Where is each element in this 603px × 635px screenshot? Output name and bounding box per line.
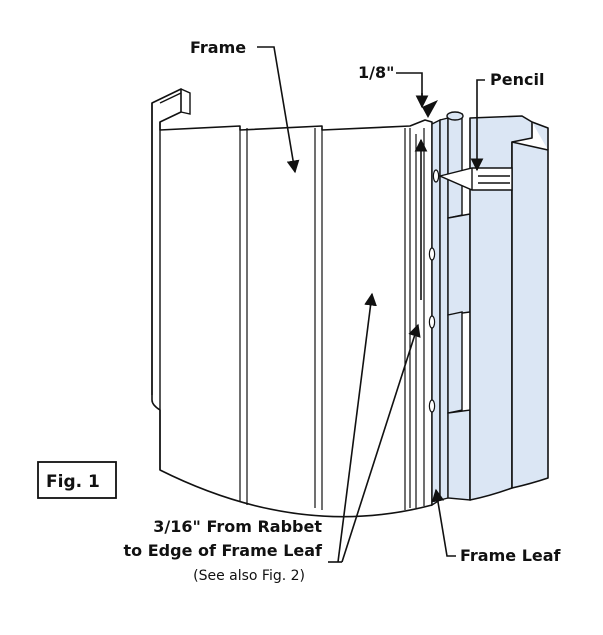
frame-panel-lines — [239, 128, 425, 510]
pencil — [437, 167, 513, 191]
frame-leader — [257, 46, 300, 174]
label-rabbet-line3: (See also Fig. 2) — [193, 568, 305, 584]
frame-leaf-leader — [431, 488, 456, 557]
leader-lines — [257, 46, 485, 563]
rabbet-leader-1 — [337, 292, 377, 563]
screw-holes — [428, 169, 440, 413]
eighth-gap-mark — [422, 100, 438, 118]
frame-left-return — [151, 88, 191, 470]
label-frame: Frame — [190, 38, 246, 57]
label-pencil: Pencil — [490, 70, 544, 89]
pencil-leader — [470, 79, 485, 172]
hinge-knuckles — [446, 111, 471, 501]
label-fig: Fig. 1 — [46, 472, 100, 492]
frame-body — [151, 88, 433, 518]
fig-label-box — [37, 461, 117, 499]
label-rabbet-line1: 3/16" From Rabbet — [153, 517, 322, 536]
door-edge — [469, 115, 549, 501]
label-rabbet-line2: to Edge of Frame Leaf — [124, 541, 324, 560]
label-eighth: 1/8" — [358, 63, 394, 82]
rabbet-leader-2 — [341, 323, 421, 563]
eighth-leader — [396, 72, 423, 105]
label-frame-leaf: Frame Leaf — [460, 546, 562, 565]
